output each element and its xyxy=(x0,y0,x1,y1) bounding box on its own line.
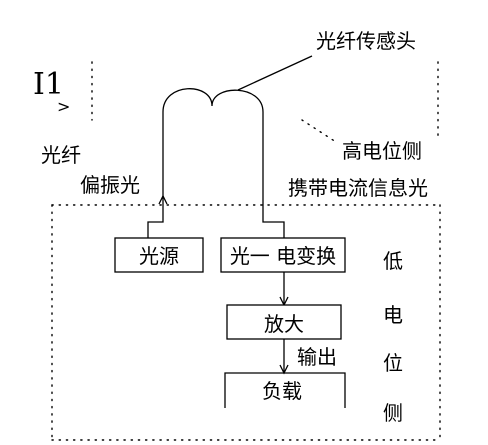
high-side-leader xyxy=(301,119,337,143)
sensor-head-leader xyxy=(237,55,313,91)
high-potential-side-label: 高电位侧 xyxy=(342,139,422,163)
fiber-label: 光纤 xyxy=(41,143,81,167)
current-symbol: I1 xyxy=(33,67,64,102)
converter-block xyxy=(220,237,346,273)
low-potential-side-char-3: 位 xyxy=(383,351,403,375)
sensor-head-coil xyxy=(162,88,264,113)
current-info-light-label: 携带电流信息光 xyxy=(288,176,428,200)
load-block xyxy=(224,372,346,408)
output-label: 输出 xyxy=(297,345,337,369)
light-source-label: 光源 xyxy=(139,244,179,268)
low-potential-side-char-2: 电 xyxy=(383,303,403,327)
amplifier-label: 放大 xyxy=(264,312,304,336)
current-arrow: > xyxy=(57,97,70,116)
sensor-head-label: 光纤传感头 xyxy=(316,29,416,53)
fiber-right xyxy=(262,112,285,238)
polarized-light-label: 偏振光 xyxy=(80,173,140,197)
load-label: 负载 xyxy=(262,379,302,403)
fiber-direction-arrow xyxy=(158,194,168,205)
low-potential-side-char-4: 侧 xyxy=(383,401,403,425)
fiber-left xyxy=(147,112,164,238)
converter-label: 光一 电变换 xyxy=(230,244,336,268)
amplifier-block xyxy=(226,304,342,340)
low-potential-side-char-1: 低 xyxy=(383,249,403,273)
light-source-block xyxy=(114,237,204,273)
